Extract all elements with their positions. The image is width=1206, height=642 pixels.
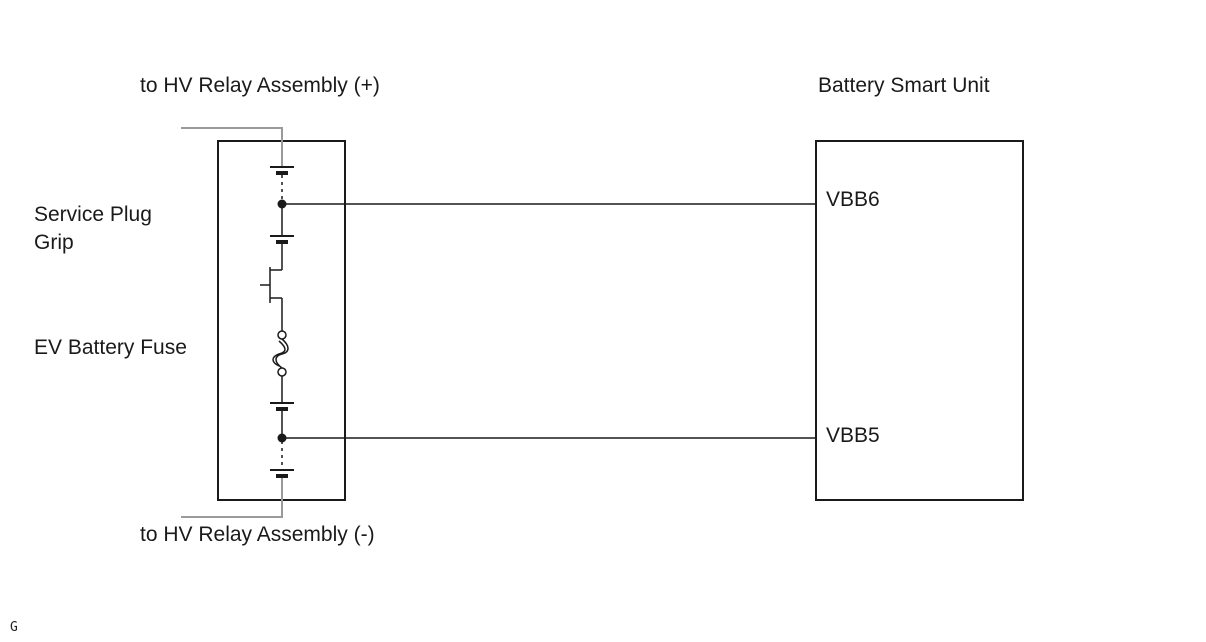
battery-cell-second xyxy=(270,235,294,244)
bottom-connection-label: to HV Relay Assembly (-) xyxy=(140,523,375,546)
service-plug-label-line1: Service Plug xyxy=(34,203,152,226)
battery-cell-bottom xyxy=(270,469,294,478)
service-plug-switch xyxy=(260,244,283,331)
battery-cell-top xyxy=(270,166,294,175)
top-lead-wire xyxy=(181,127,283,166)
pin-vbb6-label: VBB6 xyxy=(826,188,880,211)
figure-code: G xyxy=(10,620,18,635)
bottom-lead-wire xyxy=(181,478,283,518)
battery-cell-third xyxy=(270,402,294,411)
pin-vbb5-label: VBB5 xyxy=(826,424,880,447)
top-connection-label: to HV Relay Assembly (+) xyxy=(140,74,380,97)
smart-unit-label: Battery Smart Unit xyxy=(818,74,990,97)
service-plug-label-line2: Grip xyxy=(34,231,74,254)
battery-smart-unit-box xyxy=(815,140,1024,501)
ev-battery-fuse xyxy=(272,330,289,403)
fuse-label: EV Battery Fuse xyxy=(34,336,187,359)
